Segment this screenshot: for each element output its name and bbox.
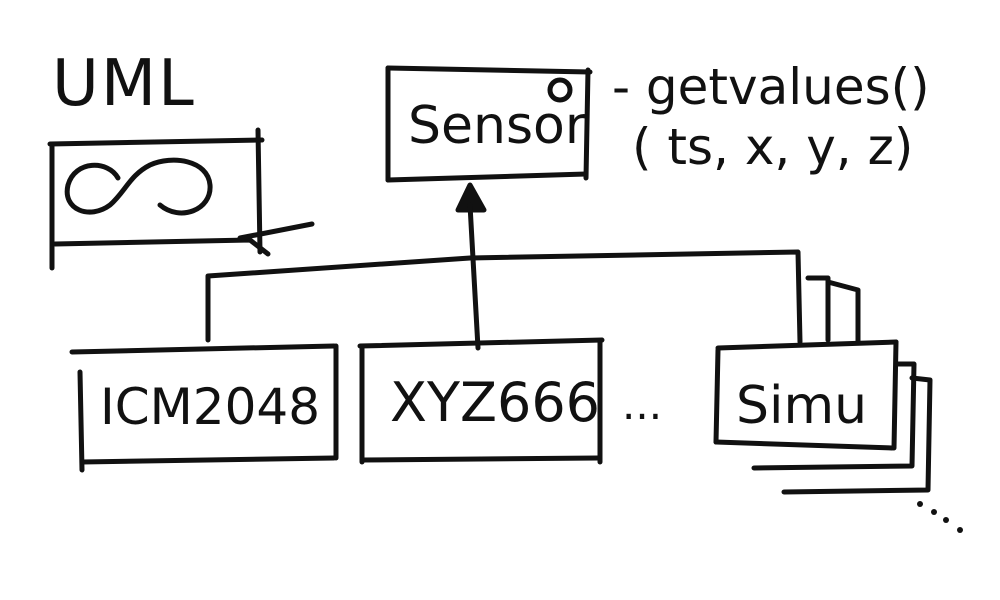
impl-label-simu: Simu [736,376,868,436]
impl-label-icm2048: ICM2048 [100,378,321,436]
impl-label-xyz666: XYZ666 [390,371,601,434]
more-items-dots [917,501,963,533]
interface-method-signature: - getvalues() [612,58,930,116]
ellipsis-label: ... [622,380,663,429]
impl-box-simu-stack [713,275,933,495]
interface-circle-icon [547,77,573,103]
inheritance-arrow [205,182,803,351]
sensor-interface-label: Sensor [408,96,587,156]
sensor-interface-box [385,65,593,183]
interface-method-return: ( ts, x, y, z) [632,118,914,176]
interface-symbol-icon [64,157,213,216]
uml-title: UML [52,47,196,121]
impl-box-xyz666 [357,337,605,465]
uml-notation-example [47,127,315,271]
impl-box-icm2048 [69,343,339,473]
